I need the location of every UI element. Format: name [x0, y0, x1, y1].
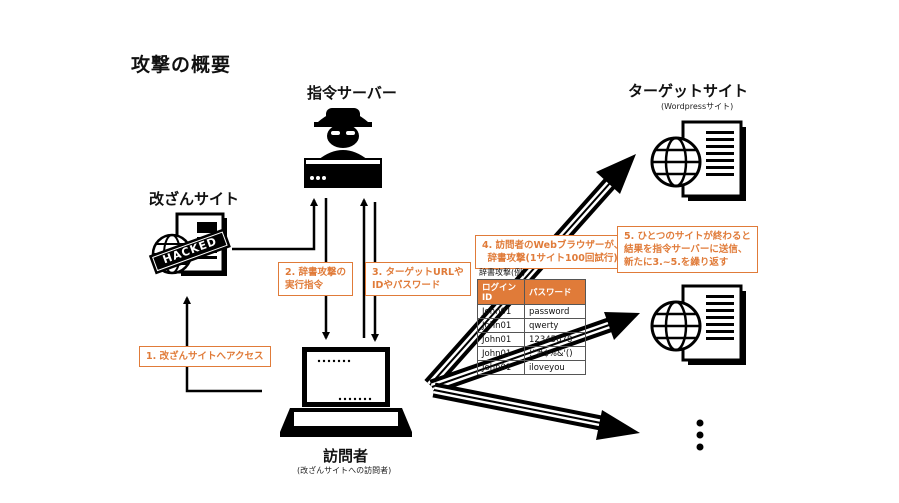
- dictionary-header-row: ログインID パスワード: [477, 279, 586, 305]
- step-4-line-2: 辞書攻撃(1サイト100回試行): [487, 253, 618, 264]
- step-2-box: 2. 辞書攻撃の 実行指令: [278, 262, 354, 296]
- dictionary-header-id: ログインID: [477, 279, 525, 305]
- step-1-text: 1. 改ざんサイトへアクセス: [146, 351, 264, 362]
- dictionary-id: John01: [477, 332, 525, 347]
- page-title: 攻撃の概要: [131, 54, 232, 76]
- dictionary-id: John01: [477, 304, 525, 319]
- target-site-icon-2: [650, 284, 746, 365]
- dictionary-id: John01: [477, 360, 525, 375]
- dictionary-header-password: パスワード: [524, 279, 586, 305]
- table-row: John01 iloveyou: [477, 360, 586, 375]
- step-5-line-3: 新たに3.~5.を繰り返す: [624, 257, 729, 268]
- dictionary-password: 12345678: [524, 332, 586, 347]
- connector-hacked-to-server: [232, 198, 318, 251]
- dictionary-password: iloveyou: [524, 360, 586, 375]
- step-2-line-2: 実行指令: [285, 280, 324, 291]
- dictionary-id: John01: [477, 346, 525, 361]
- attack-arrow-3: [432, 382, 640, 440]
- more-sites-ellipsis: [696, 419, 704, 451]
- step-4-line-1: 4. 訪問者のWebブラウザーが、: [482, 240, 624, 251]
- dictionary-caption: 辞書攻撃(例): [479, 268, 526, 277]
- step-3-line-1: 3. ターゲットURLや: [372, 267, 464, 278]
- step-1-box: 1. 改ざんサイトへアクセス: [139, 346, 271, 367]
- step-5-box: 5. ひとつのサイトが終わると 結果を指令サーバーに送信、 新たに3.~5.を繰…: [617, 226, 758, 273]
- visitor-sublabel: (改ざんサイトへの訪問者): [297, 466, 392, 475]
- step-2-line-1: 2. 辞書攻撃の: [285, 267, 347, 278]
- connector-visitor-to-hacked: [183, 296, 262, 393]
- visitor-label: 訪問者: [323, 447, 369, 465]
- step-5-line-1: 5. ひとつのサイトが終わると: [624, 231, 751, 242]
- server-label: 指令サーバー: [307, 84, 397, 102]
- dictionary-password: qwerty: [524, 318, 586, 333]
- table-row: John01 qwerty: [477, 318, 586, 333]
- step-5-line-2: 結果を指令サーバーに送信、: [624, 244, 748, 255]
- dictionary-id: John01: [477, 318, 525, 333]
- dictionary-password: password: [524, 304, 586, 319]
- dictionary-table: ログインID パスワード John01 password John01 qwer…: [477, 279, 586, 375]
- hacked-site-icon: [148, 212, 231, 276]
- hacked-site-label: 改ざんサイト: [149, 190, 240, 208]
- server-icon: [304, 108, 382, 188]
- table-row: John01 password: [477, 304, 586, 319]
- target-site-icon-1: [650, 120, 746, 201]
- step-4-box: 4. 訪問者のWebブラウザーが、 辞書攻撃(1サイト100回試行): [475, 235, 631, 269]
- laptop-icon: [280, 347, 412, 437]
- dictionary-password: !"#$%&'(): [524, 346, 586, 361]
- table-row: John01 12345678: [477, 332, 586, 347]
- target-site-label: ターゲットサイト: [628, 82, 749, 100]
- step-3-line-2: IDやパスワード: [372, 280, 441, 291]
- target-site-sublabel: (Wordpressサイト): [661, 102, 734, 111]
- step-3-box: 3. ターゲットURLや IDやパスワード: [365, 262, 471, 296]
- table-row: John01 !"#$%&'(): [477, 346, 586, 361]
